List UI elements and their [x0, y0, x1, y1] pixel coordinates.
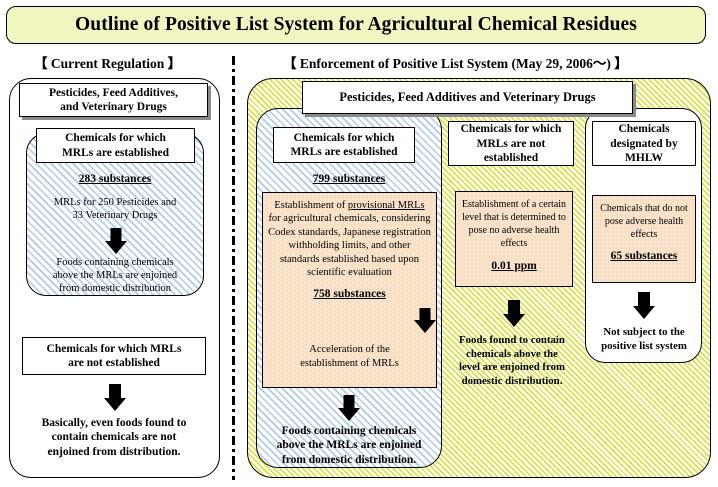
left-mrl-detail: MRLs for 250 Pesticides and 33 Veterinar…: [53, 197, 177, 222]
section-heading-enforcement: 【 Enforcement of Positive List System (M…: [283, 56, 628, 71]
right-col3-count: 65 substances: [610, 250, 678, 262]
right-col3-header-box: Chemicals designated by MHLW: [592, 121, 696, 166]
right-top-chemicals-box: Pesticides, Feed Additives and Veterinar…: [302, 81, 633, 114]
left-mrl-not-established-box: Chemicals for which MRLs are not establi…: [22, 337, 206, 375]
right-col2-header-label: Chemicals for which MRLs are not establi…: [460, 123, 562, 164]
right-col1-body-count: 758 substances: [313, 287, 386, 300]
right-col3-outcome: Not subject to the positive list system: [601, 326, 687, 352]
right-col3-arrow: [632, 292, 656, 320]
right-col1-provisional-mrl-box: Establishment of provisional MRLs for ag…: [262, 192, 437, 388]
left-substances-count: 283 substances: [78, 173, 152, 185]
left-mrl-established-label: Chemicals for which MRLs are established: [61, 132, 170, 159]
left-mrl-established-box: Chemicals for which MRLs are established: [36, 128, 195, 163]
left-mrl-not-established-label: Chemicals for which MRLs are not establi…: [46, 342, 182, 369]
right-col1-acceleration: Acceleration of the establishment of MRL…: [300, 344, 399, 369]
right-col1-body-pre: Establishment of: [274, 200, 348, 211]
right-col1-header-label: Chemicals for which MRLs are established: [290, 131, 398, 158]
right-col1-substances-count: 799 substances: [312, 173, 386, 185]
right-col1-arrow-2: [337, 395, 361, 421]
right-col1-body-mid: for agricultural chemicals, considering …: [268, 213, 431, 279]
right-col3-header-label: Chemicals designated by MHLW: [610, 123, 678, 164]
left-outcome-established: Foods containing chemicals above the MRL…: [52, 257, 178, 295]
page-title: Outline of Positive List System for Agri…: [75, 14, 637, 35]
right-col1-body-underline: provisional MRLs: [347, 200, 425, 211]
right-col2-level-box: Establishment of a certain level that is…: [455, 191, 573, 287]
left-arrow-1: [104, 228, 128, 254]
right-top-chemicals-label: Pesticides, Feed Additives and Veterinar…: [339, 89, 596, 104]
right-col2-outcome: Foods found to contain chemicals above t…: [458, 334, 566, 387]
right-col3-no-adverse-box: Chemicals that do not pose adverse healt…: [592, 195, 696, 283]
right-col2-arrow: [502, 300, 526, 328]
right-col2-value: 0.01 ppm: [491, 260, 537, 272]
left-top-chemicals-box: Pesticides, Feed Additives, and Veterina…: [19, 83, 208, 117]
left-outcome-not-established: Basically, even foods found to contain c…: [41, 417, 187, 458]
vertical-dash-dot-divider: [232, 56, 235, 480]
left-top-chemicals-label: Pesticides, Feed Additives, and Veterina…: [48, 86, 179, 113]
right-col2-body: Establishment of a certain level that is…: [461, 199, 567, 249]
right-col1-outcome: Foods containing chemicals above the MRL…: [276, 425, 422, 466]
right-col3-body: Chemicals that do not pose adverse healt…: [600, 203, 688, 240]
page-title-box: Outline of Positive List System for Agri…: [6, 6, 706, 44]
right-col1-header-box: Chemicals for which MRLs are established: [273, 127, 415, 163]
section-heading-current-regulation: 【 Current Regulation 】: [34, 56, 182, 71]
right-col1-arrow-1: [413, 307, 437, 333]
right-col2-header-box: Chemicals for which MRLs are not establi…: [448, 121, 574, 166]
left-arrow-2: [103, 384, 127, 412]
